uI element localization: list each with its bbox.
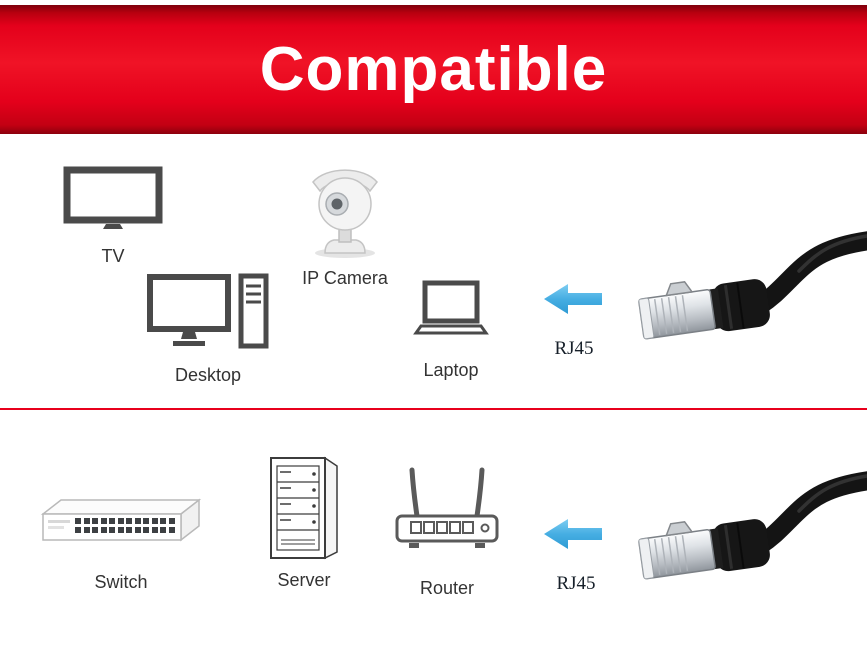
left-arrow-icon <box>544 284 602 314</box>
device-server: Server <box>258 452 350 591</box>
device-switch: Switch <box>30 494 212 593</box>
left-arrow-icon <box>544 519 602 549</box>
rj45-label: RJ45 <box>554 338 594 359</box>
device-desktop: Desktop <box>142 273 274 386</box>
laptop-icon <box>413 280 489 335</box>
device-label: TV <box>101 246 125 266</box>
device-label: Switch <box>94 572 148 592</box>
device-label: Router <box>419 578 475 598</box>
device-label: Desktop <box>174 365 242 385</box>
device-label: Laptop <box>423 360 479 380</box>
device-ip-camera: IP Camera <box>286 160 404 289</box>
tv-icon <box>63 166 163 229</box>
rj45-label: RJ45 <box>556 573 596 594</box>
banner-title: Compatible <box>259 35 608 104</box>
router-icon <box>395 467 499 548</box>
ip-camera-icon <box>312 169 378 258</box>
device-label: IP Camera <box>302 268 388 288</box>
device-router: Router <box>392 464 502 599</box>
server-icon <box>270 456 338 560</box>
banner: Compatible <box>0 5 867 134</box>
rj45-cable-photo <box>638 471 867 580</box>
divider-line <box>0 408 867 410</box>
rj45-cable-photo <box>638 231 867 340</box>
device-label: Server <box>277 570 331 590</box>
desktop-icon <box>147 273 269 349</box>
switch-icon <box>40 498 202 542</box>
device-tv: TV <box>57 166 169 267</box>
device-laptop: Laptop <box>408 280 494 381</box>
